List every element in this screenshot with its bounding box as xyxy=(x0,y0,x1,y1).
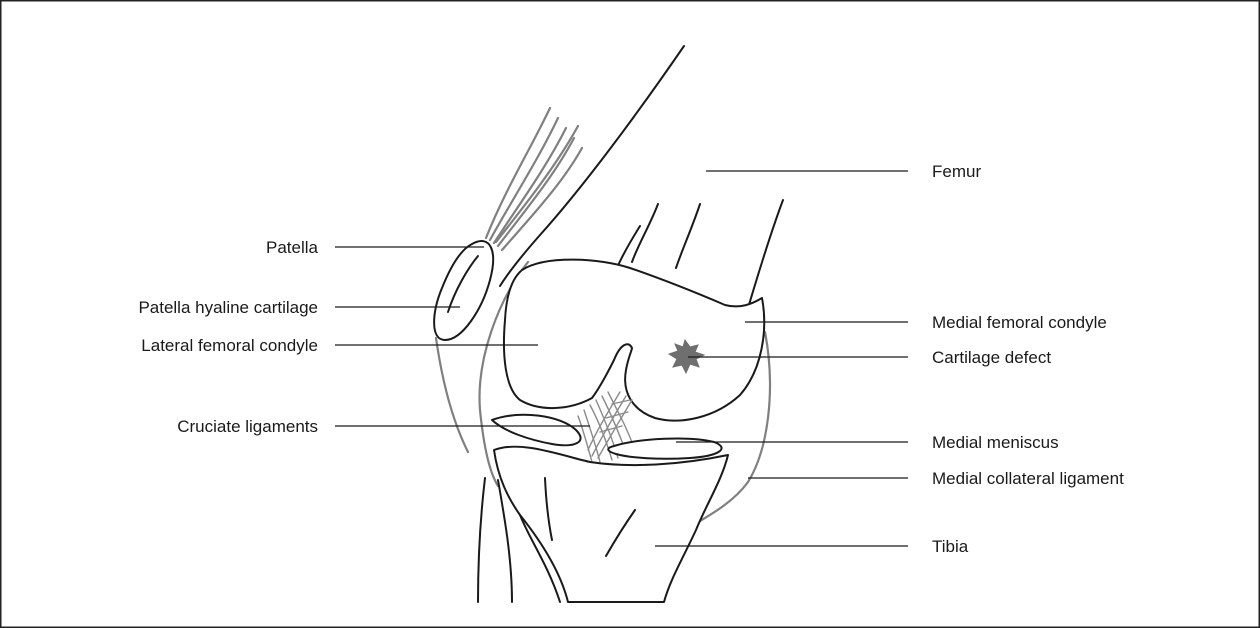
label-medial-meniscus: Medial meniscus xyxy=(932,433,1059,452)
label-cartilage-defect: Cartilage defect xyxy=(932,348,1051,367)
label-cruciate-ligaments: Cruciate ligaments xyxy=(177,417,318,436)
patella xyxy=(434,241,493,340)
label-medial-femoral-condyle: Medial femoral condyle xyxy=(932,313,1107,332)
label-patella-hyaline-cartilage: Patella hyaline cartilage xyxy=(138,298,318,317)
label-patella: Patella xyxy=(266,238,319,257)
femoral-condyles xyxy=(504,260,764,421)
label-medial-collateral-ligament: Medial collateral ligament xyxy=(932,469,1124,488)
label-femur: Femur xyxy=(932,162,981,181)
tibia xyxy=(478,447,728,602)
quadriceps-tendon xyxy=(486,108,582,250)
label-lateral-femoral-condyle: Lateral femoral condyle xyxy=(141,336,318,355)
lateral-meniscus xyxy=(492,415,581,445)
label-tibia: Tibia xyxy=(932,537,969,556)
